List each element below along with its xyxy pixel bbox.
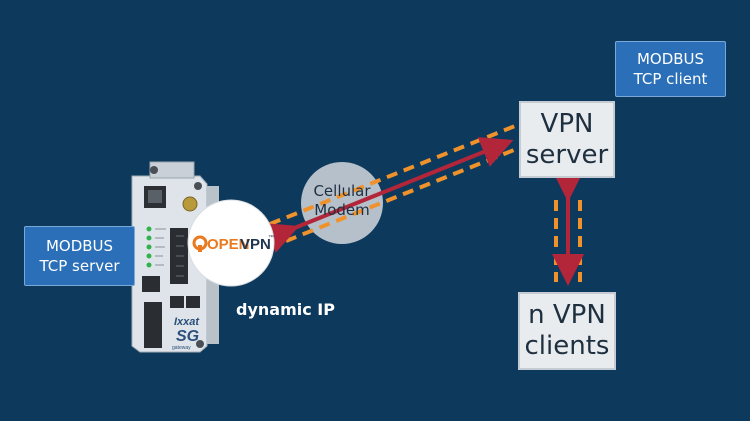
status-led-icon — [146, 262, 152, 268]
antenna-icon — [182, 196, 198, 212]
openvpn-text-vpn: VPN — [240, 236, 271, 253]
screw-icon — [150, 166, 158, 174]
vpn-clients-label: n VPN clients — [524, 300, 610, 361]
status-led-icon — [146, 235, 152, 241]
server-client-link — [552, 170, 584, 286]
lock-icon-stem — [198, 245, 202, 252]
modbus-server-label: MODBUS TCP server — [39, 237, 120, 275]
modbus-client-box: MODBUS TCP client — [615, 41, 726, 97]
device-brand: Ixxat — [174, 316, 200, 328]
vpn-clients-box: n VPN clients — [518, 292, 616, 370]
screw-icon — [196, 340, 204, 348]
status-led-icon — [146, 226, 152, 232]
modbus-server-box: MODBUS TCP server — [24, 226, 135, 286]
tunnel-arrow — [263, 137, 514, 253]
gateway-device: Ixxat SG gateway — [131, 161, 219, 353]
cellular-modem-label: Cellular Modem — [313, 182, 371, 219]
openvpn-logo: OPEN VPN ™ — [187, 199, 275, 287]
vpn-tunnel-link — [263, 122, 525, 253]
vpn-server-box: VPN server — [519, 101, 615, 178]
status-led-icon — [146, 244, 152, 250]
openvpn-badge — [187, 199, 275, 287]
openvpn-trademark: ™ — [268, 234, 274, 241]
terminal-block-icon — [186, 296, 200, 308]
status-led-icon — [146, 253, 152, 259]
terminal-block-icon — [142, 276, 160, 292]
dynamic-ip-label: dynamic IP — [236, 300, 335, 319]
device-model: SG — [176, 328, 199, 345]
openvpn-text-open: OPEN — [207, 236, 250, 253]
terminal-block-icon — [144, 302, 162, 348]
modbus-client-label: MODBUS TCP client — [633, 50, 708, 88]
terminal-block-icon — [170, 296, 184, 308]
vpn-server-label: VPN server — [525, 108, 609, 170]
network-port-inner — [148, 190, 162, 203]
screw-icon — [194, 182, 202, 190]
device-model-sub: gateway — [172, 345, 191, 351]
